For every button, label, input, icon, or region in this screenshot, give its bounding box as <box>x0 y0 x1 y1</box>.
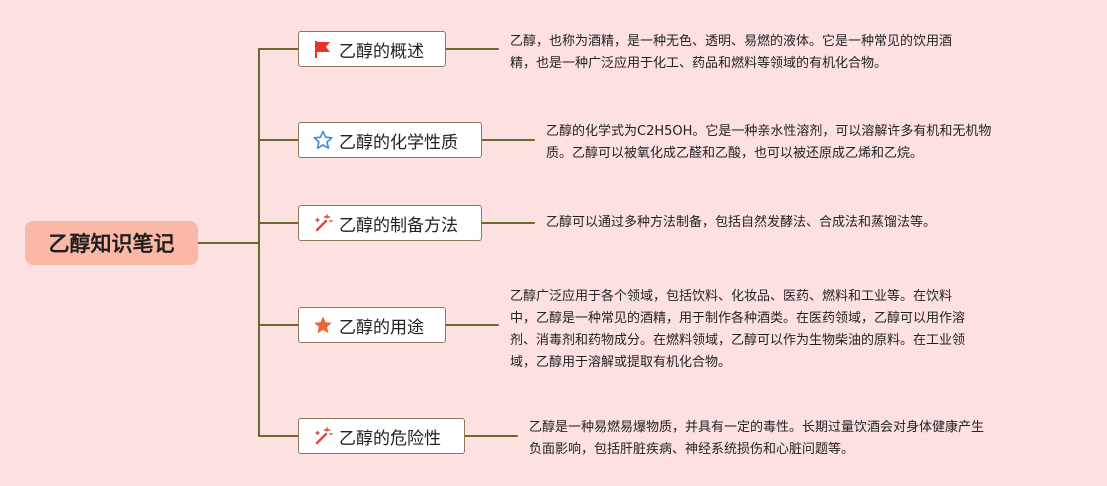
topic-label: 乙醇的概述 <box>339 41 424 62</box>
description-line: 精，也是一种广泛应用于化工、药品和燃料等领域的有机化合物。 <box>510 56 888 71</box>
red-flag-icon <box>313 39 333 59</box>
description-line: 乙醇，也称为酒精，是一种无色、透明、易燃的液体。它是一种常见的饮用酒 <box>510 34 953 49</box>
magic-wand-icon <box>313 213 333 233</box>
description-line: 中，乙醇是一种常见的酒精，用于制作各种酒类。在医药领域，乙醇可以用作溶 <box>510 311 966 326</box>
topic-uses[interactable]: 乙醇的用途 <box>298 307 446 343</box>
description-chemical-properties: 乙醇的化学式为C2H5OH。它是一种亲水性溶剂，可以溶解许多有机和无机物 质。乙… <box>546 121 991 165</box>
topic-label: 乙醇的化学性质 <box>339 132 458 153</box>
topic-hazards[interactable]: 乙醇的危险性 <box>298 418 465 454</box>
topic-label: 乙醇的制备方法 <box>339 215 458 236</box>
description-line: 负面影响，包括肝脏疾病、神经系统损伤和心脏问题等。 <box>529 442 855 457</box>
description-preparation-methods: 乙醇可以通过多种方法制备，包括自然发酵法、合成法和蒸馏法等。 <box>546 212 936 234</box>
topic-chemical-properties[interactable]: 乙醇的化学性质 <box>298 122 482 158</box>
star-outline-icon <box>313 130 333 150</box>
topic-overview[interactable]: 乙醇的概述 <box>298 31 446 67</box>
root-topic-label: 乙醇知识笔记 <box>48 232 175 256</box>
description-line: 剂、消毒剂和药物成分。在燃料领域，乙醇可以作为生物柴油的原料。在工业领 <box>510 333 966 348</box>
topic-label: 乙醇的用途 <box>339 317 424 338</box>
description-line: 乙醇是一种易燃易爆物质，并具有一定的毒性。长期过量饮酒会对身体健康产生 <box>529 420 985 435</box>
topic-label: 乙醇的危险性 <box>339 428 441 449</box>
description-line: 质。乙醇可以被氧化成乙醛和乙酸，也可以被还原成乙烯和乙烷。 <box>546 146 924 161</box>
description-overview: 乙醇，也称为酒精，是一种无色、透明、易燃的液体。它是一种常见的饮用酒 精，也是一… <box>510 31 952 75</box>
magic-wand-icon <box>313 426 333 446</box>
description-hazards: 乙醇是一种易燃易爆物质，并具有一定的毒性。长期过量饮酒会对身体健康产生 负面影响… <box>529 417 984 461</box>
description-line: 乙醇可以通过多种方法制备，包括自然发酵法、合成法和蒸馏法等。 <box>546 215 937 230</box>
root-topic[interactable]: 乙醇知识笔记 <box>25 221 198 265</box>
description-uses: 乙醇广泛应用于各个领域，包括饮料、化妆品、医药、燃料和工业等。在饮料 中，乙醇是… <box>510 286 965 374</box>
star-filled-icon <box>313 315 333 335</box>
description-line: 乙醇的化学式为C2H5OH。它是一种亲水性溶剂，可以溶解许多有机和无机物 <box>546 124 992 139</box>
description-line: 域，乙醇用于溶解或提取有机化合物。 <box>510 355 732 370</box>
description-line: 乙醇广泛应用于各个领域，包括饮料、化妆品、医药、燃料和工业等。在饮料 <box>510 289 953 304</box>
topic-preparation-methods[interactable]: 乙醇的制备方法 <box>298 205 482 241</box>
